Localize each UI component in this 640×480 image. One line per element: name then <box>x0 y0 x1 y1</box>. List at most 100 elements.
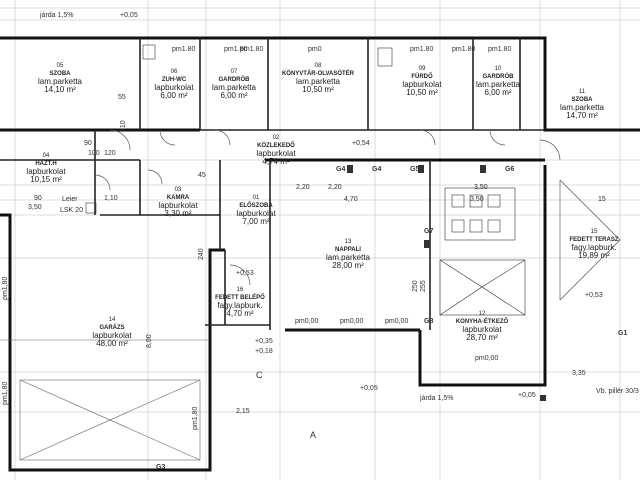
room-floor: lapburkolat <box>92 331 132 340</box>
dimension-text: 90 <box>84 140 92 147</box>
room-number: 09 <box>418 66 426 72</box>
room-name: SZOBA <box>49 71 71 77</box>
furniture <box>85 44 526 316</box>
dimension-text: 3,50 <box>474 184 488 191</box>
room-name: KAMRA <box>166 195 190 201</box>
pm-label: pm1,80 <box>192 406 199 430</box>
dimension-text: 2,20 <box>328 184 342 191</box>
column-note: Vb. pillér 30/3 <box>596 388 639 395</box>
leier-label: Leier <box>62 196 78 203</box>
terrace-outline <box>559 179 621 301</box>
grid-code: G3 <box>156 464 166 471</box>
dimension-text: 90 <box>34 195 42 202</box>
room-label-kozlekedo: 02 KÖZLEKEDŐ lapburkolat 4,74 m² <box>256 134 295 166</box>
dimension-text: 250 <box>412 280 419 292</box>
room-number: 05 <box>56 63 64 69</box>
room-number: 10 <box>494 66 502 72</box>
room-floor: lam.parketta <box>37 77 83 86</box>
room-label-szoba-11: 11 SZOBA lam.parketta 14,70 m² <box>560 88 604 120</box>
dimension-text: 2,15 <box>236 408 250 415</box>
room-number: 07 <box>230 69 238 75</box>
room-name: SZOBA <box>571 97 593 103</box>
room-area: 14,70 m² <box>566 111 598 120</box>
level-mark: +0,05 <box>360 385 378 392</box>
dimension-text: 255 <box>420 280 427 292</box>
dimension-text: 120 <box>104 150 116 157</box>
room-name: FÜRDŐ <box>411 74 433 80</box>
room-number: 15 <box>590 229 598 235</box>
pm-label: pm0,00 <box>295 318 319 325</box>
room-number: 11 <box>578 89 586 95</box>
room-floor: lapburkolat <box>256 149 296 158</box>
room-name: HÁZT.H <box>35 161 57 167</box>
section-mark-c: C <box>256 370 263 380</box>
room-number: 12 <box>478 311 486 317</box>
room-area: 4,74 m² <box>262 157 290 166</box>
pm-label: pm1.80 <box>172 46 196 53</box>
room-area: 19,89 m² <box>578 251 610 260</box>
grid-code: G5 <box>410 166 420 173</box>
room-label-garazs: 14 GARÁZS lapburkolat 48,00 m² <box>92 316 131 348</box>
room-number: 01 <box>252 195 260 201</box>
room-number: 14 <box>108 317 116 323</box>
room-floor: lapburkolat <box>158 201 198 210</box>
room-label-fedett-belepo: 16 FEDETT BELÉPŐ fagy.lapburk. 4,70 m² <box>215 286 265 318</box>
room-name: GARDRÓB <box>482 74 514 80</box>
dimension-text: 2,20 <box>296 184 310 191</box>
room-floor: lam.parketta <box>325 253 371 262</box>
dimension-text: 3,50 <box>28 204 42 211</box>
room-label-kamra: 03 KAMRA lapburkolat 3,30 m² <box>158 186 197 218</box>
grid-code: G4 <box>336 166 346 173</box>
dimension-text: 240 <box>198 248 205 260</box>
columns <box>347 165 546 401</box>
pm-label: pm1.80 <box>240 46 264 53</box>
pm-label: pm1.80 <box>410 46 434 53</box>
dimension-text: 55 <box>118 94 126 101</box>
room-floor: lapburkolat <box>236 209 276 218</box>
dimension-text: 45 <box>198 172 206 179</box>
lsk-label: LSK 20 <box>60 207 83 214</box>
room-floor: fagy.lapburk. <box>571 243 617 252</box>
room-area: 48,00 m² <box>96 339 128 348</box>
level-mark: +0,05 <box>518 392 536 399</box>
room-area: 10,50 m² <box>406 88 438 97</box>
outer-walls <box>0 36 640 472</box>
grid-code: G4 <box>372 166 382 173</box>
room-area: 3,30 m² <box>164 209 192 218</box>
room-number: 08 <box>314 63 322 69</box>
room-area: 6,00 m² <box>160 91 188 100</box>
room-label-konyvtar: 08 KÖNYVTÁR-OLVASÓTÉR lam.parketta 10,50… <box>282 62 354 94</box>
room-number: 03 <box>174 187 182 193</box>
dimension-text: 3,35 <box>572 370 586 377</box>
dimension-text: 8,00 <box>146 334 153 348</box>
level-mark: +0,05 <box>120 12 138 19</box>
room-number: 04 <box>42 153 50 159</box>
room-label-konyha-etkezo: 12 KONYHA-ÉTKEZŐ lapburkolat 28,70 m² <box>456 310 508 342</box>
room-name: KONYHA-ÉTKEZŐ <box>455 319 509 325</box>
room-floor: lapburkolat <box>26 167 66 176</box>
room-label-nappali: 13 NAPPALI lam.parketta 28,00 m² <box>326 238 370 270</box>
jarda-label-top: járda 1,5% <box>40 12 74 19</box>
garage-diagonals <box>0 339 210 461</box>
dimension-text: 1,10 <box>104 195 118 202</box>
room-floor: lapburkolat <box>154 83 194 92</box>
level-mark: +0,53 <box>236 270 254 277</box>
pm-label: pm1,80 <box>2 276 9 300</box>
grid-code: G6 <box>505 166 515 173</box>
level-mark: +0,54 <box>352 140 370 147</box>
room-number: 13 <box>344 239 352 245</box>
room-name: ZUH-WC <box>161 77 187 83</box>
room-floor: lam.parketta <box>475 80 521 89</box>
room-area: 14,10 m² <box>44 85 76 94</box>
room-label-eloszoba: 01 ELŐSZOBA lapburkolat 7,00 m² <box>236 194 275 226</box>
room-name: KÖZLEKEDŐ <box>257 143 295 149</box>
room-number: 02 <box>272 135 280 141</box>
room-number: 16 <box>236 287 244 293</box>
room-floor: lam.parketta <box>295 77 341 86</box>
level-mark: +0,53 <box>585 292 603 299</box>
room-label-gardrob-07: 07 GARDRÓB lam.parketta 6,00 m² <box>212 68 256 100</box>
room-area: 28,00 m² <box>332 261 364 270</box>
room-area: 10,15 m² <box>30 175 62 184</box>
room-name: NAPPALI <box>335 247 361 253</box>
